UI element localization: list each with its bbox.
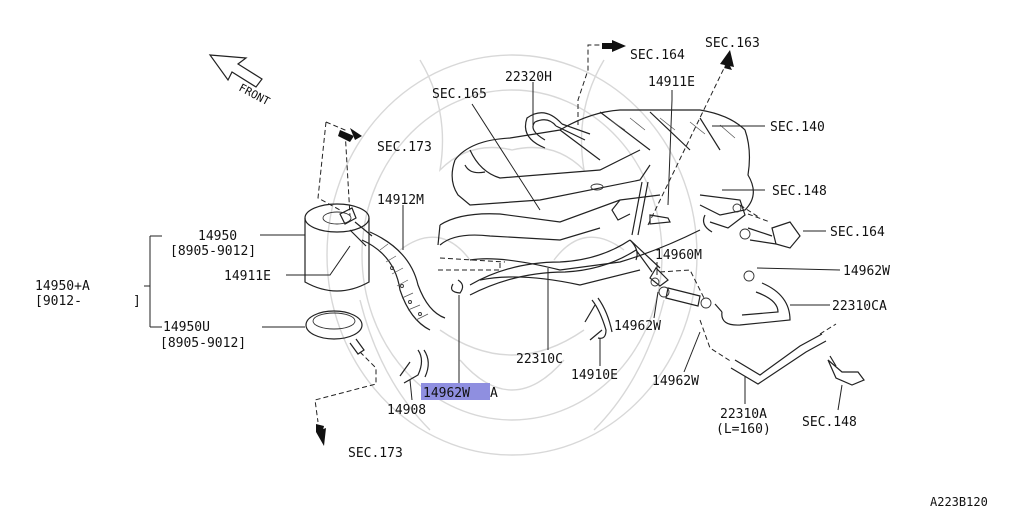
hose-14912m	[361, 231, 446, 331]
label-sec140: SEC.140	[770, 120, 825, 135]
label-14962w-mid: 14962W	[614, 319, 661, 334]
label-14960m: 14960M	[655, 248, 702, 263]
label-14962w-low: 14962W	[652, 374, 699, 389]
arrow-sec173-bottom-icon	[316, 424, 326, 446]
clamp-14962w-small	[450, 270, 755, 309]
label-sec148-low: SEC.148	[802, 415, 857, 430]
watermark-emblem	[326, 54, 698, 456]
label-22320h: 22320H	[505, 70, 552, 85]
label-14950u: 14950U	[163, 320, 210, 335]
label-14911e-top: 14911E	[648, 75, 695, 90]
label-14962w-right: 14962W	[843, 264, 890, 279]
label-14962w-highlighted: 14962W	[423, 386, 470, 401]
connector-14960m	[649, 267, 701, 307]
clamp-14910e	[584, 297, 613, 341]
label-sec164-right: SEC.164	[830, 225, 885, 240]
label-14910e: 14910E	[571, 368, 618, 383]
hose-22320h	[524, 112, 591, 149]
label-sec163: SEC.163	[705, 36, 760, 51]
canister-cap-14950u	[305, 310, 365, 355]
hose-22310c	[469, 239, 661, 296]
arrow-sec173-top-icon	[338, 128, 362, 142]
highlight-box	[421, 383, 490, 400]
connector-sec164-right	[739, 221, 801, 249]
label-sec165: SEC.165	[432, 87, 487, 102]
label-sec173-bottom: SEC.173	[348, 446, 403, 461]
arrow-sec163-icon	[720, 50, 734, 70]
part-labels: SEC.164 SEC.163 22320H 14911E SEC.165 SE…	[35, 36, 988, 509]
pipe-14911e-upper	[631, 181, 671, 236]
front-label: FRONT	[237, 81, 273, 108]
hose-22310ca	[714, 282, 791, 326]
label-9012: [9012-	[35, 294, 82, 309]
label-14950: 14950	[198, 229, 237, 244]
label-14911e-left: 14911E	[224, 269, 271, 284]
clamp-14908	[399, 349, 429, 384]
direction-arrows	[316, 40, 734, 446]
label-14950a: 14950+A	[35, 279, 90, 294]
label-8905-9012-a: [8905-9012]	[170, 244, 256, 259]
canister-14950	[304, 203, 373, 292]
bracket-sec148	[827, 355, 865, 386]
drawing-code: A223B120	[930, 495, 988, 509]
label-sec173-top: SEC.173	[377, 140, 432, 155]
label-sec164-top: SEC.164	[630, 48, 685, 63]
label-8905-9012-b: [8905-9012]	[160, 336, 246, 351]
label-suffix-a: A	[490, 386, 498, 401]
label-22310c: 22310C	[516, 352, 563, 367]
intake-manifold	[437, 109, 754, 286]
label-14908: 14908	[387, 403, 426, 418]
dashed-routes	[314, 44, 837, 423]
front-arrow-icon: FRONT	[208, 54, 273, 108]
label-22310ca: 22310CA	[832, 299, 887, 314]
arrow-sec164-icon	[602, 40, 626, 52]
label-22310a: 22310A	[720, 407, 767, 422]
label-sec148-right: SEC.148	[772, 184, 827, 199]
label-14912m: 14912M	[377, 193, 424, 208]
label-l160: (L=160)	[716, 422, 771, 437]
label-bracket-close: ]	[133, 294, 141, 309]
leader-lines	[144, 82, 843, 411]
